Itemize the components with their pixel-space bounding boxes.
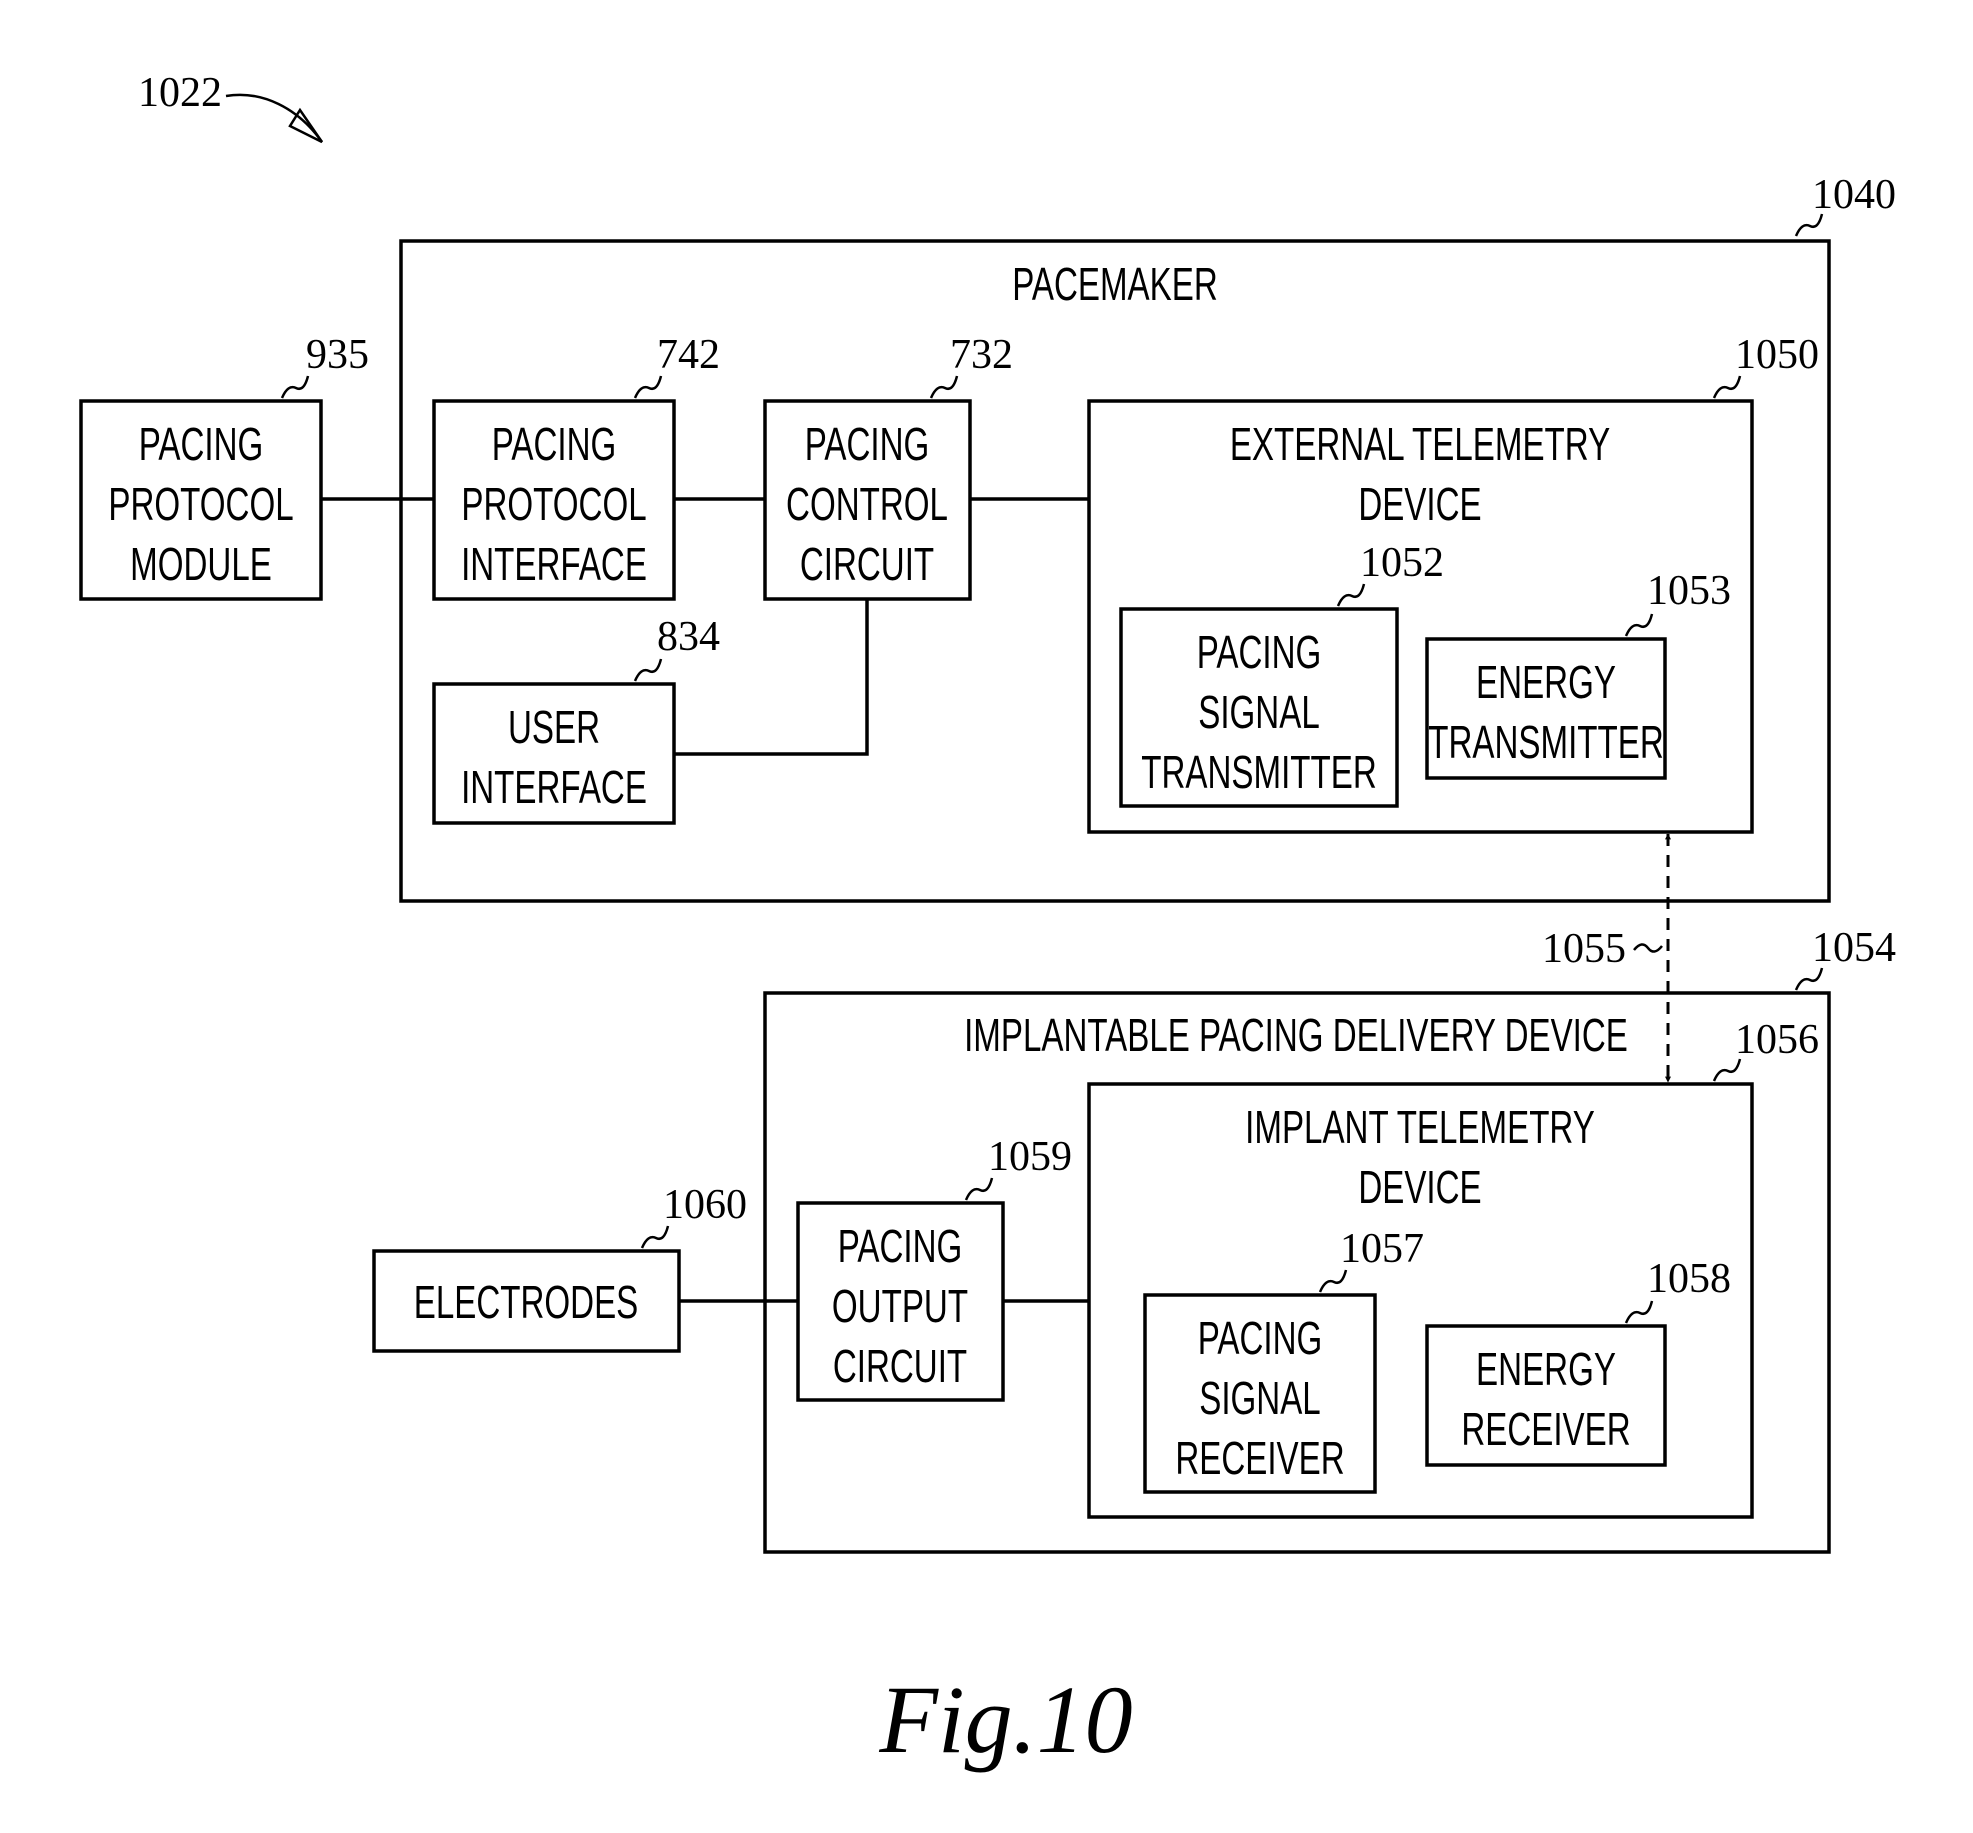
user-interface-line-1: USER bbox=[508, 703, 600, 753]
implantable-pacing-delivery-device-ref: 1054 bbox=[1812, 925, 1896, 971]
pacing-signal-transmitter-ref: 1052 bbox=[1360, 540, 1444, 586]
external-telemetry-device-line-1: EXTERNAL TELEMETRY bbox=[1230, 420, 1610, 470]
pacing-signal-receiver-leader bbox=[1320, 1270, 1346, 1292]
pacing-protocol-module-line-1: PACING bbox=[139, 420, 264, 470]
implantable-pacing-delivery-device-title: IMPLANTABLE PACING DELIVERY DEVICE bbox=[964, 1011, 1628, 1061]
pacing-output-circuit-block: PACING OUTPUT CIRCUIT 1059 bbox=[798, 1134, 1072, 1400]
pacing-protocol-module-line-3: MODULE bbox=[130, 540, 272, 590]
energy-transmitter-line-2: TRANSMITTER bbox=[1428, 718, 1664, 768]
user-interface-block: USER INTERFACE 834 bbox=[434, 614, 720, 823]
pacing-control-circuit-leader bbox=[931, 376, 957, 398]
pacing-signal-receiver-line-1: PACING bbox=[1198, 1314, 1323, 1364]
pacing-protocol-module-block: PACING PROTOCOL MODULE 935 bbox=[81, 332, 369, 599]
implantable-pacing-delivery-device-leader bbox=[1796, 968, 1822, 990]
pacing-protocol-interface-line-1: PACING bbox=[492, 420, 617, 470]
electrodes-leader bbox=[642, 1226, 668, 1248]
user-interface-ref: 834 bbox=[657, 614, 720, 660]
energy-receiver-line-2: RECEIVER bbox=[1461, 1405, 1630, 1455]
pacing-protocol-interface-leader bbox=[635, 376, 661, 398]
energy-receiver-line-1: ENERGY bbox=[1476, 1345, 1616, 1395]
wireless-link-leader bbox=[1634, 944, 1662, 951]
energy-transmitter-line-1: ENERGY bbox=[1476, 658, 1616, 708]
pacing-protocol-module-line-2: PROTOCOL bbox=[108, 480, 293, 530]
external-telemetry-device-leader bbox=[1714, 376, 1740, 398]
pacing-signal-receiver-ref: 1057 bbox=[1340, 1226, 1424, 1272]
user-interface-line-2: INTERFACE bbox=[461, 763, 647, 813]
energy-transmitter-leader bbox=[1626, 614, 1652, 636]
pacing-signal-receiver-block: PACING SIGNAL RECEIVER 1057 bbox=[1145, 1226, 1424, 1492]
figure-ref-label: 1022 bbox=[138, 70, 222, 116]
electrodes-line-1: ELECTRODES bbox=[414, 1278, 639, 1328]
figure-caption: Fig.10 bbox=[878, 1666, 1132, 1773]
pacing-signal-transmitter-block: PACING SIGNAL TRANSMITTER 1052 bbox=[1121, 540, 1444, 806]
user-interface-leader bbox=[635, 659, 661, 681]
pacing-signal-transmitter-line-3: TRANSMITTER bbox=[1141, 748, 1377, 798]
pacing-signal-receiver-line-2: SIGNAL bbox=[1199, 1374, 1320, 1424]
pacing-control-circuit-line-3: CIRCUIT bbox=[800, 540, 934, 590]
wireless-link-ref: 1055 bbox=[1542, 926, 1626, 972]
pacing-output-circuit-leader bbox=[966, 1178, 992, 1200]
pacing-signal-receiver-line-3: RECEIVER bbox=[1175, 1434, 1344, 1484]
energy-receiver-block: ENERGY RECEIVER 1058 bbox=[1427, 1256, 1731, 1465]
energy-transmitter-block: ENERGY TRANSMITTER 1053 bbox=[1427, 568, 1731, 778]
pacing-protocol-module-leader bbox=[282, 376, 308, 398]
pacing-control-circuit-line-1: PACING bbox=[805, 420, 930, 470]
pacing-output-circuit-line-1: PACING bbox=[838, 1222, 963, 1272]
pacing-protocol-interface-ref: 742 bbox=[657, 332, 720, 378]
implant-telemetry-device-line-1: IMPLANT TELEMETRY bbox=[1245, 1103, 1595, 1153]
pacing-control-circuit-line-2: CONTROL bbox=[786, 480, 948, 530]
pacing-signal-transmitter-line-1: PACING bbox=[1197, 628, 1322, 678]
pacemaker-ref: 1040 bbox=[1812, 172, 1896, 218]
pacing-protocol-interface-line-3: INTERFACE bbox=[461, 540, 647, 590]
implant-telemetry-device-line-2: DEVICE bbox=[1358, 1163, 1481, 1213]
pacemaker-title: PACEMAKER bbox=[1012, 260, 1218, 310]
pacing-signal-transmitter-leader bbox=[1338, 584, 1364, 606]
pacing-output-circuit-ref: 1059 bbox=[988, 1134, 1072, 1180]
pacing-output-circuit-line-2: OUTPUT bbox=[832, 1282, 968, 1332]
energy-receiver-ref: 1058 bbox=[1647, 1256, 1731, 1302]
pacing-protocol-module-ref: 935 bbox=[306, 332, 369, 378]
electrodes-block: ELECTRODES 1060 bbox=[374, 1182, 747, 1351]
electrodes-ref: 1060 bbox=[663, 1182, 747, 1228]
pacing-signal-transmitter-line-2: SIGNAL bbox=[1198, 688, 1319, 738]
pacing-control-circuit-ref: 732 bbox=[950, 332, 1013, 378]
pacing-output-circuit-line-3: CIRCUIT bbox=[833, 1342, 967, 1392]
energy-transmitter-ref: 1053 bbox=[1647, 568, 1731, 614]
pacing-protocol-interface-block: PACING PROTOCOL INTERFACE 742 bbox=[434, 332, 720, 599]
external-telemetry-device-ref: 1050 bbox=[1735, 332, 1819, 378]
pacing-protocol-interface-line-2: PROTOCOL bbox=[461, 480, 646, 530]
pacing-control-circuit-block: PACING CONTROL CIRCUIT 732 bbox=[765, 332, 1013, 599]
external-telemetry-device-line-2: DEVICE bbox=[1358, 480, 1481, 530]
energy-receiver-leader bbox=[1626, 1301, 1652, 1323]
implant-telemetry-device-ref: 1056 bbox=[1735, 1017, 1819, 1063]
